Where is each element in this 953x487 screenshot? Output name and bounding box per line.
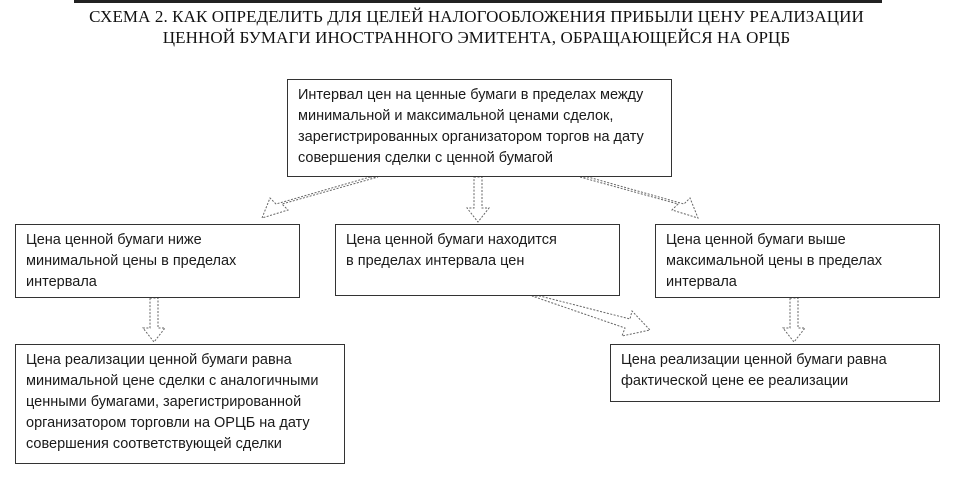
box-line: минимальной и максимальной ценами сделок… <box>298 108 614 124</box>
box-line: интервала <box>666 274 737 290</box>
box-below-minimum: Цена ценной бумаги ниже минимальной цены… <box>15 224 300 298</box>
arrow-below-min-to-result <box>141 297 167 343</box>
arrow-within-to-result-actual <box>531 295 651 337</box>
box-line: совершения сделки с ценной бумагой <box>298 150 553 166</box>
diagram-title-line-2: ЦЕННОЙ БУМАГИ ИНОСТРАННОГО ЭМИТЕНТА, ОБР… <box>162 28 791 47</box>
box-line: в пределах интервала цен <box>346 253 525 269</box>
top-rule <box>74 0 882 3</box>
arrow-above-max-to-result-actual <box>781 297 807 343</box>
box-result-minimum-price: Цена реализации ценной бумаги равна мини… <box>15 344 345 464</box>
box-price-interval: Интервал цен на ценные бумаги в пределах… <box>287 79 672 177</box>
box-line: Цена реализации ценной бумаги равна <box>621 352 887 368</box>
arrow-top-to-within <box>465 176 491 223</box>
box-line: совершения соответствующей сделки <box>26 436 282 452</box>
box-line: Цена ценной бумаги выше <box>666 232 846 248</box>
arrow-top-to-above-max <box>579 176 699 219</box>
box-result-actual-price: Цена реализации ценной бумаги равна факт… <box>610 344 940 402</box>
box-line: минимальной цене сделки с аналогичными <box>26 373 319 389</box>
arrow-top-to-below-min <box>261 176 379 219</box>
box-line: минимальной цены в пределах <box>26 253 237 269</box>
diagram-title-line-1: СХЕМА 2. КАК ОПРЕДЕЛИТЬ ДЛЯ ЦЕЛЕЙ НАЛОГО… <box>89 7 864 26</box>
box-line: Цена ценной бумаги находится <box>346 232 557 248</box>
box-line: Цена ценной бумаги ниже <box>26 232 202 248</box>
box-above-maximum: Цена ценной бумаги выше максимальной цен… <box>655 224 940 298</box>
box-line: максимальной цены в пределах <box>666 253 883 269</box>
box-line: Интервал цен на ценные бумаги в пределах… <box>298 87 644 103</box>
box-line: ценными бумагами, зарегистрированной <box>26 394 302 410</box>
box-line: фактической цене ее реализации <box>621 373 849 389</box>
box-line: зарегистрированных организатором торгов … <box>298 129 644 145</box>
box-within-interval: Цена ценной бумаги находится в пределах … <box>335 224 620 296</box>
box-line: Цена реализации ценной бумаги равна <box>26 352 292 368</box>
box-line: организатором торговли на ОРЦБ на дату <box>26 415 310 431</box>
box-line: интервала <box>26 274 97 290</box>
